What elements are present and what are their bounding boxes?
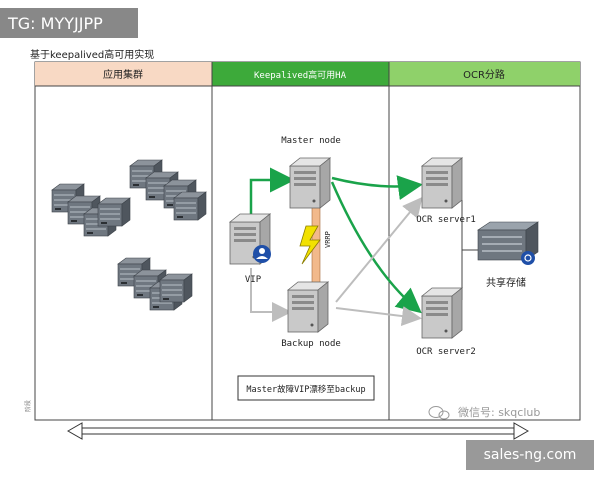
ocr-server1-icon xyxy=(421,157,463,209)
watermark-bottom: sales-ng.com xyxy=(466,440,594,470)
master-server-icon xyxy=(289,157,331,209)
rack-server-icon xyxy=(97,197,131,227)
master-node-label: Master node xyxy=(281,136,341,146)
side-label: 阶段 xyxy=(24,400,32,412)
failover-note-text: Master故障VIP漂移至backup xyxy=(246,384,365,395)
header-ocr xyxy=(389,62,580,86)
backup-server-icon xyxy=(287,281,329,333)
storage-label: 共享存储 xyxy=(486,276,526,289)
vrrp-lightning-icon xyxy=(299,225,321,265)
app-cluster-servers xyxy=(51,159,207,311)
column-label-keepalived: Keepalived高可用HA xyxy=(254,69,347,81)
ocr-server2-label: OCR server2 xyxy=(416,347,476,357)
vip-to-backup-arrow xyxy=(250,268,292,322)
backup-node-label: Backup node xyxy=(281,339,341,349)
diagram-title: 基于keepalived高可用实现 xyxy=(30,50,155,61)
storage-icon xyxy=(477,221,539,265)
user-icon xyxy=(253,245,271,263)
ocr-server2-icon xyxy=(421,287,463,339)
watermark-top: TG: MYYJJPP xyxy=(0,8,138,38)
failover-note-box xyxy=(237,375,375,401)
rack-server-icon xyxy=(173,191,207,221)
ocr-server1-label: OCR server1 xyxy=(416,215,476,225)
double-arrow xyxy=(66,422,530,440)
vip-to-master-arrow xyxy=(249,167,295,214)
backup-to-ocr2-arrow xyxy=(335,306,422,326)
wechat-icon xyxy=(428,406,450,420)
column-label-app-cluster: 应用集群 xyxy=(103,68,143,81)
connections xyxy=(249,167,488,326)
header-keepalived xyxy=(212,62,389,86)
wechat-id-label: 微信号: skqclub xyxy=(458,405,540,419)
vrrp-label: VRRP xyxy=(324,231,332,248)
rack-server-icon xyxy=(159,273,193,303)
column-label-ocr: OCR分路 xyxy=(463,68,505,81)
vip-label: VIP xyxy=(245,275,262,285)
backup-to-ocr1-arrow xyxy=(335,196,423,303)
header-app-cluster xyxy=(35,62,212,86)
master-to-ocr1-arrow xyxy=(331,175,423,200)
